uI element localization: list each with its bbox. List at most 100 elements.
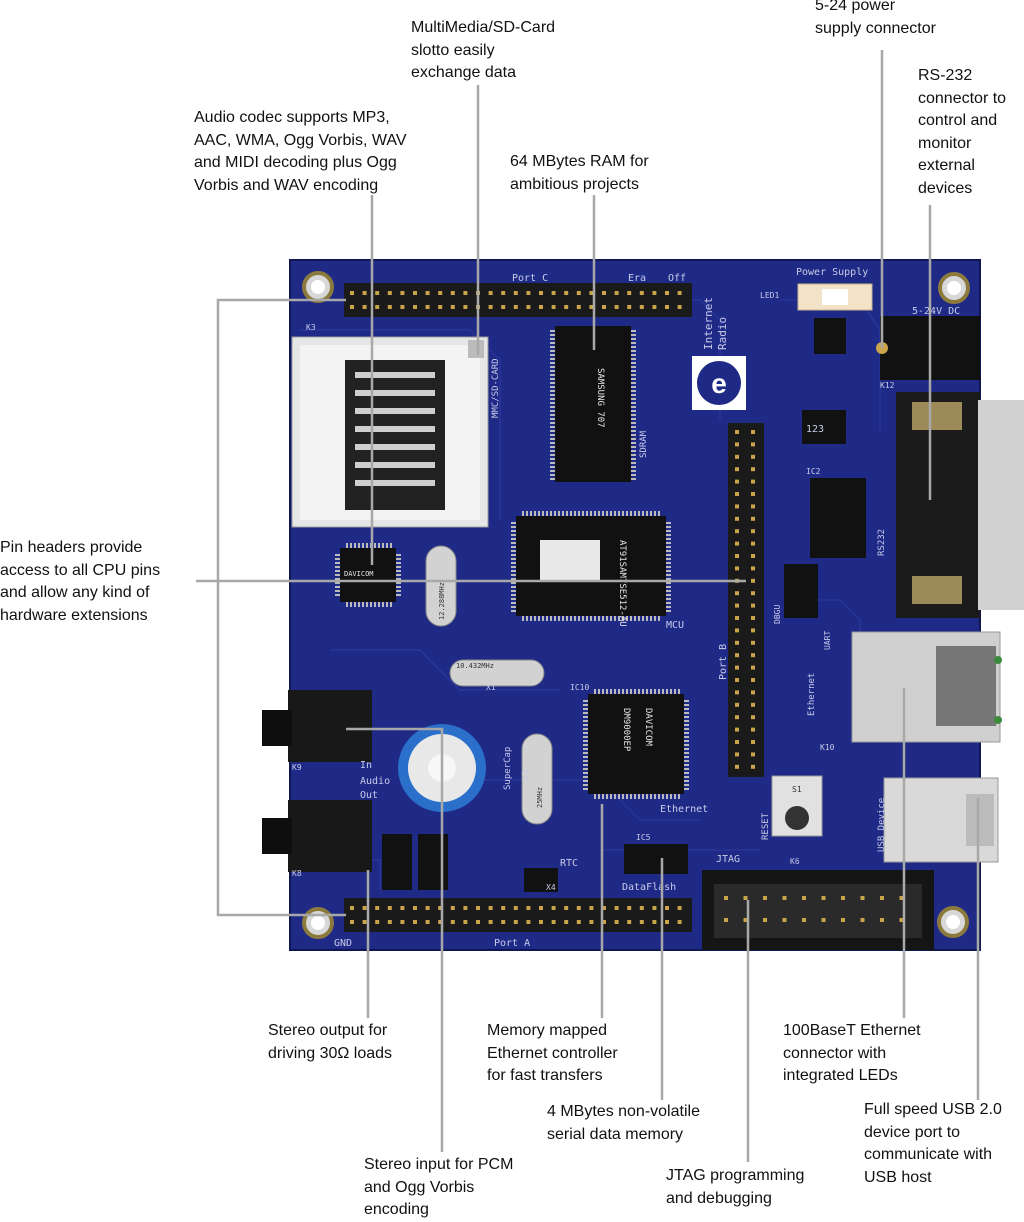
- header-pin: [488, 291, 493, 295]
- chip-leg: [606, 511, 608, 516]
- header-pin: [735, 492, 739, 496]
- chip-leg: [626, 616, 628, 621]
- chip-leg: [550, 462, 555, 464]
- chip-leg: [386, 602, 388, 607]
- chip-leg: [670, 689, 672, 694]
- chip-leg: [583, 760, 588, 762]
- chip-leg: [582, 511, 584, 516]
- chip-leg: [630, 689, 632, 694]
- chip-leg: [614, 794, 616, 799]
- chip-leg: [666, 534, 671, 536]
- chip-leg: [350, 543, 352, 548]
- chip-leg: [602, 794, 604, 799]
- header-pin: [387, 305, 392, 309]
- chip-leg: [335, 582, 340, 584]
- chip-leg: [382, 602, 384, 607]
- header-pin: [652, 920, 657, 924]
- header-pin: [639, 906, 644, 910]
- chip-leg: [650, 616, 652, 621]
- chip-leg: [630, 794, 632, 799]
- mmc-label: MMC/SD-CARD: [491, 358, 501, 418]
- chip-leg: [583, 748, 588, 750]
- chip-leg: [631, 414, 636, 416]
- chip-leg: [354, 543, 356, 548]
- chip-leg: [631, 462, 636, 464]
- callout-mmc-sd: MultiMedia/SD-Card slotto easily exchang…: [411, 19, 556, 81]
- header-pin: [735, 628, 739, 633]
- header-pin: [564, 920, 569, 924]
- chip-leg: [666, 574, 671, 576]
- chip-leg: [346, 602, 348, 607]
- jumper-block: [784, 564, 818, 618]
- inductor: [814, 318, 846, 354]
- supercap-label: SuperCap: [503, 747, 513, 790]
- header-pin: [375, 906, 380, 910]
- chip-leg: [378, 602, 380, 607]
- chip-leg: [684, 772, 689, 774]
- usb-device-label: USB Device: [877, 798, 887, 852]
- chip-leg: [634, 616, 636, 621]
- header-pin: [400, 920, 405, 924]
- header-pin: [821, 918, 826, 922]
- chip-leg: [630, 616, 632, 621]
- header-pin: [450, 305, 455, 309]
- dbgu-label: DBGU: [773, 605, 782, 624]
- chip-leg: [550, 466, 555, 468]
- codec-brand-label: DAVICOM: [344, 570, 374, 578]
- header-pin: [639, 920, 644, 924]
- chip-leg: [335, 594, 340, 596]
- chip-leg: [646, 689, 648, 694]
- callout-stereo-output: Stereo output for driving 30Ω loads: [268, 1022, 393, 1062]
- chip-leg: [335, 578, 340, 580]
- header-pin: [539, 906, 543, 910]
- header-pin: [400, 305, 405, 309]
- header-pin: [526, 305, 531, 309]
- header-pin: [751, 430, 755, 434]
- header-pin: [652, 305, 657, 309]
- chip-leg: [550, 470, 555, 472]
- leader-stereo-input: [346, 727, 444, 1152]
- power-supply-label: Power Supply: [796, 267, 868, 278]
- header-pin: [387, 291, 392, 295]
- jtag-connector: [702, 870, 934, 950]
- header-pin: [735, 640, 739, 645]
- voltage-label: 5-24V DC: [912, 306, 960, 317]
- chip-leg: [550, 406, 555, 408]
- header-pin: [652, 291, 657, 295]
- chip-leg: [550, 474, 555, 476]
- gnd-label: GND: [334, 938, 352, 949]
- chip-leg: [366, 543, 368, 548]
- crystal-x2: [425, 545, 457, 627]
- header-pin: [735, 591, 739, 596]
- chip-leg: [534, 616, 536, 621]
- diode: [418, 834, 448, 890]
- header-pin: [551, 291, 556, 295]
- chip-leg: [522, 616, 524, 621]
- chip-leg: [574, 511, 576, 516]
- chip-leg: [650, 794, 652, 799]
- chip-leg: [642, 616, 644, 621]
- era-label: Era: [628, 273, 646, 284]
- chip-leg: [335, 570, 340, 572]
- k8-label: K8: [292, 869, 302, 878]
- dataflash-label: DataFlash: [622, 882, 676, 893]
- chip-leg: [650, 689, 652, 694]
- chip-leg: [666, 566, 671, 568]
- header-pin: [735, 516, 739, 521]
- header-pin: [751, 640, 755, 645]
- chip-leg: [566, 511, 568, 516]
- header-pin: [387, 920, 392, 924]
- chip-leg: [378, 543, 380, 548]
- header-pin: [743, 896, 748, 900]
- chip-leg: [594, 689, 596, 694]
- led1-label: LED1: [760, 291, 779, 300]
- chip-leg: [583, 744, 588, 746]
- port-b-header: [728, 423, 764, 777]
- chip-leg: [374, 602, 376, 607]
- chip123-label: 123: [806, 424, 824, 435]
- header-pin: [751, 566, 755, 571]
- chip-leg: [626, 794, 628, 799]
- crystal2-label: 12.288MHz: [438, 582, 446, 620]
- chip-leg: [598, 794, 600, 799]
- chip-leg: [583, 752, 588, 754]
